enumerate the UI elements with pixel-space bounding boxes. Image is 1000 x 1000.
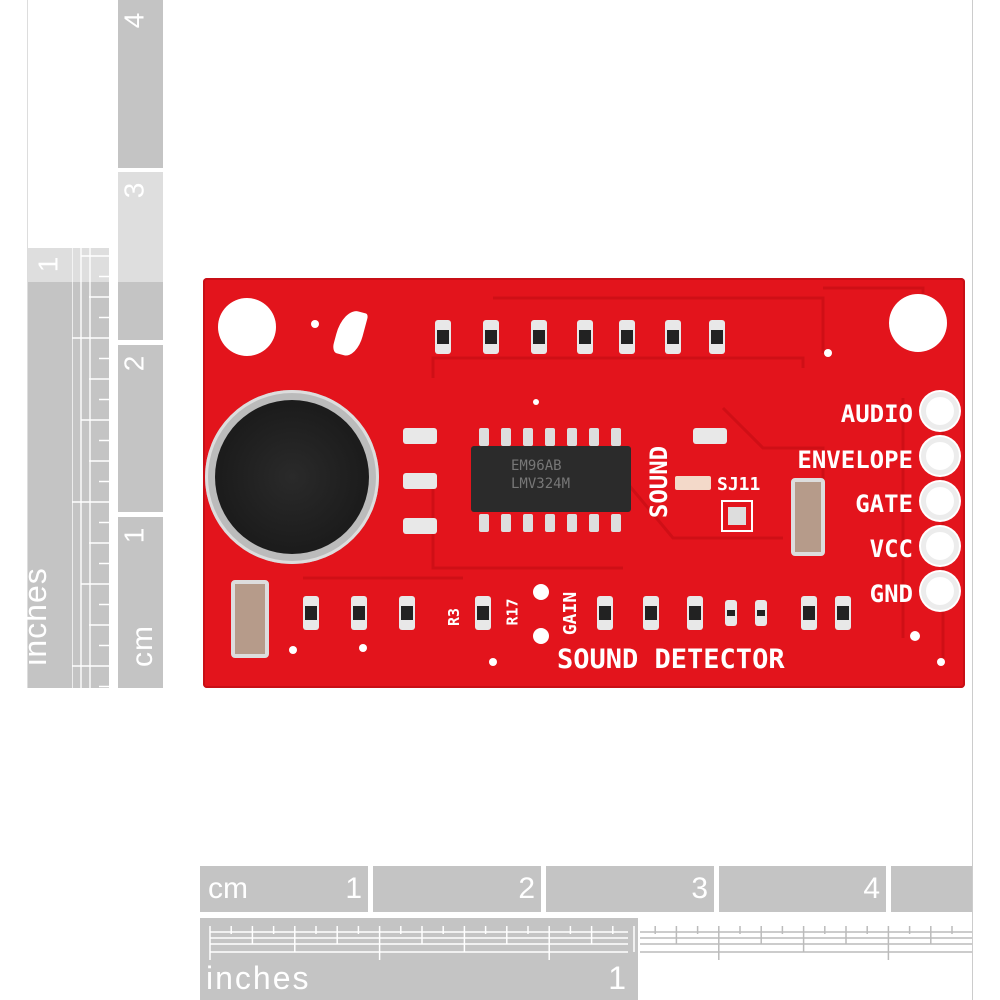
left-cm-seg-1: 1 cm bbox=[118, 517, 163, 688]
bottom-cm-seg-2: 2 bbox=[373, 866, 541, 912]
resistor bbox=[403, 473, 437, 489]
capacitor bbox=[231, 580, 269, 658]
header-pin-gate bbox=[921, 482, 959, 520]
resistor bbox=[577, 320, 593, 354]
capacitor bbox=[791, 478, 825, 556]
right-edge-line bbox=[972, 0, 973, 1000]
pin-label-audio: AUDIO bbox=[840, 400, 913, 428]
sj11-label: SJ11 bbox=[717, 474, 761, 495]
mounting-hole-right bbox=[889, 294, 947, 352]
r17-label: R17 bbox=[503, 598, 522, 626]
sound-detector-board: EM96AB LMV324M SJ11 SOUND R3 R17 GAIN SO… bbox=[203, 278, 965, 688]
chip-pin bbox=[523, 428, 533, 446]
resistor bbox=[435, 320, 451, 354]
pin-label-vcc: VCC bbox=[869, 535, 913, 563]
ic-chip: EM96AB LMV324M bbox=[471, 446, 631, 512]
resistor bbox=[665, 320, 681, 354]
gain-label: GAIN bbox=[560, 591, 582, 636]
r3-label: R3 bbox=[445, 607, 464, 627]
diode bbox=[755, 600, 767, 626]
resistor bbox=[351, 596, 367, 630]
ruler-ticks bbox=[72, 0, 109, 688]
chip-pin bbox=[567, 428, 577, 446]
resistor bbox=[693, 428, 727, 444]
resistor bbox=[399, 596, 415, 630]
resistor bbox=[475, 596, 491, 630]
chip-pin bbox=[545, 428, 555, 446]
gain-pad-top bbox=[533, 584, 549, 600]
bottom-cm-seg-4: 4 bbox=[719, 866, 886, 912]
chip-pin bbox=[611, 514, 621, 532]
mounting-hole-left bbox=[218, 298, 276, 356]
diode bbox=[725, 600, 737, 626]
chip-pin bbox=[501, 428, 511, 446]
left-cm-seg-4: 4 bbox=[118, 0, 163, 168]
bottom-cm-seg-5 bbox=[891, 866, 972, 912]
bottom-ruler-ticks bbox=[209, 926, 972, 960]
resistor bbox=[835, 596, 851, 630]
header-pin-envelope bbox=[921, 437, 959, 475]
resistor bbox=[801, 596, 817, 630]
pin-label-gate: GATE bbox=[855, 490, 913, 518]
board-title: SOUND DETECTOR bbox=[557, 644, 785, 675]
sound-label: SOUND bbox=[645, 445, 674, 519]
header-pin-audio bbox=[921, 392, 959, 430]
chip-pin bbox=[589, 514, 599, 532]
resistor bbox=[531, 320, 547, 354]
resistor bbox=[403, 428, 437, 444]
header-pin-gnd bbox=[921, 572, 959, 610]
chip-pin bbox=[479, 428, 489, 446]
left-cm-seg-3: 3 bbox=[118, 172, 163, 340]
pin-label-envelope: ENVELOPE bbox=[797, 446, 913, 474]
chip-pin bbox=[523, 514, 533, 532]
inches-mark-1: 1 bbox=[32, 255, 64, 273]
solder-jumper-sj11 bbox=[721, 500, 753, 532]
resistor bbox=[303, 596, 319, 630]
chip-pin bbox=[567, 514, 577, 532]
led bbox=[675, 476, 711, 490]
resistor bbox=[403, 518, 437, 534]
chip-pin bbox=[545, 514, 555, 532]
resistor bbox=[483, 320, 499, 354]
microphone bbox=[205, 390, 379, 564]
resistor bbox=[619, 320, 635, 354]
gain-pad-bottom bbox=[533, 628, 549, 644]
bottom-cm-seg-3: 3 bbox=[546, 866, 714, 912]
inches-unit-label: inches bbox=[16, 567, 53, 666]
resistor bbox=[687, 596, 703, 630]
resistor bbox=[597, 596, 613, 630]
left-cm-seg-2: 2 bbox=[118, 345, 163, 512]
chip-pin bbox=[479, 514, 489, 532]
pin-label-gnd: GND bbox=[869, 580, 913, 608]
left-inches-ruler: 1 inches bbox=[17, 0, 109, 688]
resistor bbox=[643, 596, 659, 630]
chip-pin bbox=[589, 428, 599, 446]
chip-pin bbox=[501, 514, 511, 532]
chip-pin bbox=[611, 428, 621, 446]
header-pin-vcc bbox=[921, 527, 959, 565]
resistor bbox=[709, 320, 725, 354]
bottom-cm-seg-1: cm 1 bbox=[200, 866, 368, 912]
